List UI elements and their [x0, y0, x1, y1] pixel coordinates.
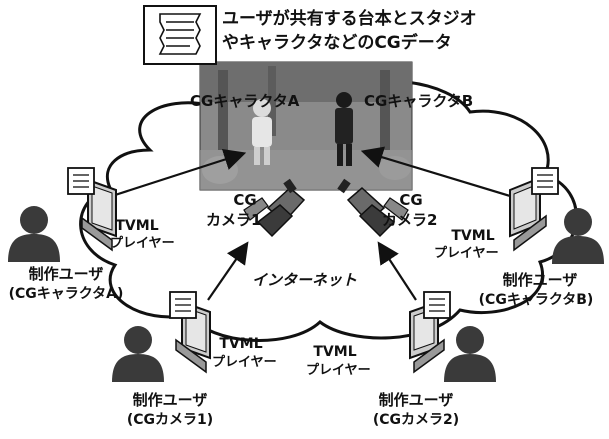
arrow-user-cam2 — [377, 241, 417, 301]
character-b-label: CGキャラクタB — [364, 92, 474, 110]
camera-1-label-line2: カメラ1 — [206, 211, 262, 229]
person-icon — [112, 326, 164, 382]
person-icon — [8, 206, 60, 262]
cg-camera-1-icon — [243, 178, 306, 238]
camera-2-label-line2: カメラ2 — [382, 211, 438, 229]
document-icon — [531, 167, 559, 195]
user-bottom-right — [409, 291, 496, 382]
tvml-player-label-tr-line2: プレイヤー — [434, 246, 499, 261]
tvml-player-label-tl-line1: TVML — [115, 218, 159, 234]
camera-2-label-line1: CG — [399, 191, 423, 209]
user-name-tr-line1: 制作ユーザ — [502, 271, 578, 289]
arrow-user-a — [111, 148, 247, 198]
user-name-tr-line2: (CGキャラクタB) — [478, 292, 594, 308]
character-a-figure — [252, 99, 272, 165]
tvml-player-label-bl-line2: プレイヤー — [212, 355, 277, 370]
user-name-tl-line2: (CGキャラクタA) — [8, 286, 124, 302]
monitor-icon — [81, 178, 117, 252]
user-top-left — [8, 167, 117, 262]
user-name-tl-line1: 制作ユーザ — [28, 265, 104, 283]
script-document-icon — [143, 5, 217, 65]
arrow-user-cam1 — [207, 241, 249, 301]
script-caption-line2: やキャラクタなどのCGデータ — [222, 33, 452, 53]
camera-1-label-line1: CG — [233, 191, 257, 209]
character-a-label: CGキャラクタA — [190, 92, 300, 110]
document-icon — [423, 291, 451, 319]
character-b-figure — [335, 92, 353, 166]
user-name-br-line1: 制作ユーザ — [378, 391, 454, 409]
tvml-player-label-bl-line1: TVML — [219, 336, 263, 352]
arrows — [111, 146, 511, 301]
document-icon — [67, 167, 95, 195]
tvml-player-label-br-line2: プレイヤー — [306, 363, 371, 378]
document-icon — [169, 291, 197, 319]
user-top-right — [509, 167, 604, 264]
tvml-player-label-tr-line1: TVML — [451, 228, 495, 244]
arrow-user-b — [360, 146, 511, 198]
tvml-player-label-br-line1: TVML — [313, 344, 357, 360]
person-icon — [552, 208, 604, 264]
internet-label: インターネット — [252, 271, 358, 289]
monitor-icon — [509, 176, 547, 252]
user-bottom-left — [112, 291, 211, 382]
cg-scene-image — [199, 61, 413, 191]
person-icon — [444, 326, 496, 382]
user-name-br-line2: (CGカメラ2) — [372, 412, 460, 428]
tvml-player-label-tl-line2: プレイヤー — [110, 236, 175, 251]
user-name-bl-line2: (CGカメラ1) — [126, 412, 214, 428]
cg-camera-2-icon — [337, 178, 409, 238]
script-caption-line1: ユーザが共有する台本とスタジオ — [222, 9, 477, 29]
user-name-bl-line1: 制作ユーザ — [132, 391, 208, 409]
